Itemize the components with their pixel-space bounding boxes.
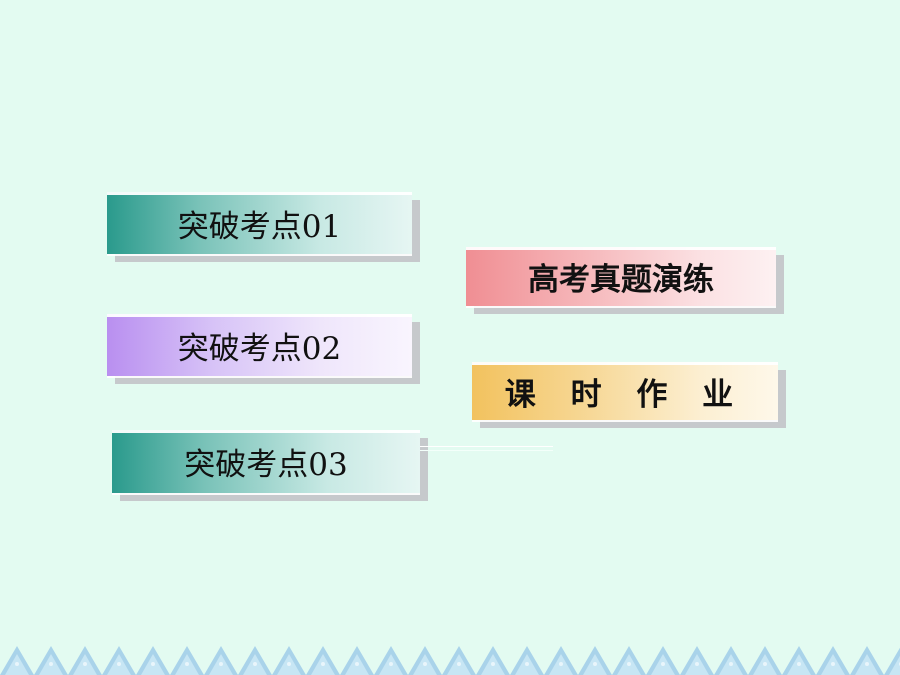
wave-border-decoration (0, 640, 900, 675)
homework-label: 课 时 作 业 (504, 376, 746, 413)
homework-button[interactable]: 课 时 作 业 (472, 362, 778, 422)
topic-02-button[interactable]: 突破考点02 (107, 314, 412, 378)
topic-03-button[interactable]: 突破考点03 (112, 430, 420, 495)
topic-01-button[interactable]: 突破考点01 (107, 192, 412, 256)
past-exams-button[interactable]: 高考真题演练 (466, 247, 776, 308)
topic-02-label: 突破考点02 (177, 330, 342, 367)
topic-03-label: 突破考点03 (184, 447, 348, 483)
decorative-line (420, 446, 553, 447)
decorative-line (420, 450, 553, 451)
topic-01-label: 突破考点01 (177, 208, 342, 245)
past-exams-label: 高考真题演练 (528, 262, 714, 298)
